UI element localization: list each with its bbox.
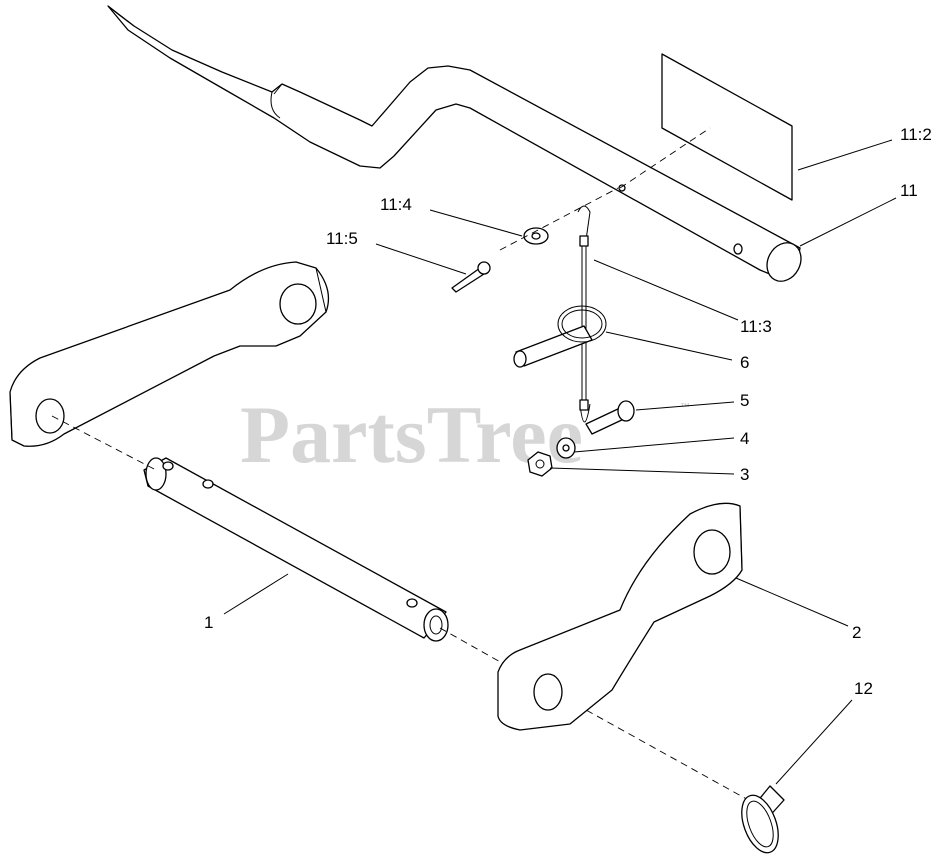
callout-6: 6 [740, 353, 749, 372]
small-pin [451, 261, 491, 293]
bracket-right [497, 502, 743, 731]
watermark-text: PartsTree [240, 389, 583, 480]
hitch-pin [513, 305, 607, 368]
washer-lower-hole [562, 444, 570, 452]
lanyard-cable [577, 205, 591, 423]
watermark-trademark: ™ [680, 402, 690, 413]
leader-lines [223, 139, 897, 785]
callout-11-5: 11:5 [326, 229, 358, 248]
callout-11-3: 11:3 [740, 317, 772, 336]
callout-2: 2 [852, 623, 861, 642]
bolt [585, 400, 635, 435]
decal [661, 53, 793, 201]
washer-upper-hole [531, 232, 541, 240]
handle-lever [107, 5, 802, 282]
upper-axis-line [499, 187, 619, 251]
main-pin [143, 457, 449, 642]
lynch-pin [741, 785, 785, 854]
callout-1: 1 [204, 613, 213, 632]
callout-11: 11 [900, 181, 918, 200]
decal-center-line [619, 127, 711, 189]
nut-hole [535, 459, 545, 469]
callout-4: 4 [740, 429, 749, 448]
callout-11-4: 11:4 [380, 195, 412, 214]
callout-5: 5 [740, 391, 749, 410]
left-axis-line [51, 415, 157, 471]
callout-11-2: 11:2 [900, 125, 932, 144]
callout-12: 12 [854, 679, 873, 698]
callout-3: 3 [740, 465, 749, 484]
bracket-left [9, 261, 330, 447]
